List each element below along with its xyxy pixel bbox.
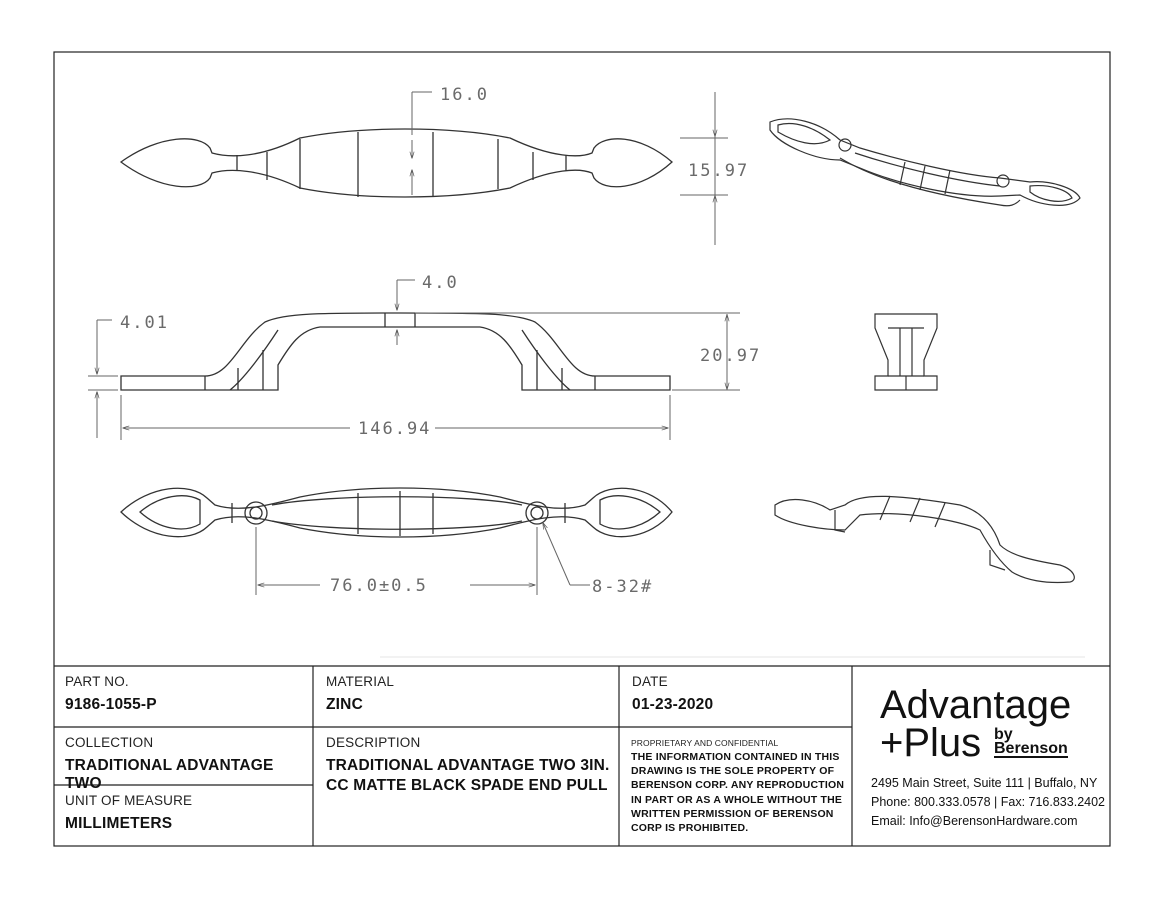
side-view [120, 312, 671, 391]
company-contact: 2495 Main Street, Suite 111 | Buffalo, N… [871, 774, 1107, 831]
sheet-border [53, 51, 1111, 847]
end-view [874, 313, 938, 391]
date-label: DATE [632, 674, 668, 689]
uom-value: MILLIMETERS [65, 815, 173, 832]
notice-line-1: THE INFORMATION CONTAINED IN THIS [631, 751, 840, 763]
material-label: MATERIAL [326, 674, 395, 689]
company-logo: Advantage +Plus by Berenson [880, 683, 1100, 765]
notice-cell: PROPRIETARY AND CONFIDENTIAL THE INFORMA… [631, 738, 849, 835]
iso-view-bottom [774, 495, 1075, 584]
dim-height-top: 15.97 [688, 161, 749, 181]
description-line-2: CC MATTE BLACK SPADE END PULL [326, 777, 608, 794]
dim-base: 4.01 [120, 313, 169, 333]
bottom-view [120, 487, 673, 538]
notice-line-4: IN PART OR AS A WHOLE WITHOUT THE [631, 793, 843, 806]
description-label: DESCRIPTION [326, 735, 421, 750]
uom-label: UNIT OF MEASURE [65, 793, 193, 808]
logo-line-2: +Plus [880, 721, 982, 765]
collection-value: TRADITIONAL ADVANTAGE TWO [65, 757, 274, 792]
company-phone: Phone: 800.333.0578 | Fax: 716.833.2402 [871, 795, 1105, 809]
top-view-dimensions [412, 91, 728, 245]
logo-brand: Berenson [994, 740, 1068, 758]
bottom-view-dimensions [255, 523, 590, 595]
iso-view-top [769, 118, 1081, 207]
collection-label: COLLECTION [65, 735, 154, 750]
dim-length: 146.94 [358, 419, 431, 439]
notice-line-6: CORP IS PROHIBITED. [631, 822, 749, 835]
company-email[interactable]: Email: Info@BerensonHardware.com [871, 814, 1078, 828]
top-view [119, 128, 673, 198]
notice-line-3: BERENSON CORP. ANY REPRODUCTION [631, 779, 845, 792]
side-view-dimensions [88, 279, 740, 440]
proprietary-label: PROPRIETARY AND CONFIDENTIAL [631, 738, 779, 748]
collection-cell: COLLECTION TRADITIONAL ADVANTAGE TWO [65, 735, 310, 793]
dim-center-to-center: 76.0±0.5 [330, 576, 428, 596]
dim-width-top: 16.0 [440, 85, 489, 105]
company-address: 2495 Main Street, Suite 111 | Buffalo, N… [871, 776, 1098, 790]
dim-projection: 20.97 [700, 346, 761, 366]
material-value: ZINC [326, 696, 363, 713]
description-line-1: TRADITIONAL ADVANTAGE TWO 3IN. [326, 757, 610, 774]
notice-line-2: DRAWING IS THE SOLE PROPERTY OF [631, 765, 835, 778]
uom-cell: UNIT OF MEASURE MILLIMETERS [65, 793, 310, 833]
material-cell: MATERIAL ZINC [326, 674, 611, 714]
logo-by: by [994, 726, 1013, 743]
dim-screw: 8-32# [592, 577, 653, 597]
description-cell: DESCRIPTION TRADITIONAL ADVANTAGE TWO 3I… [326, 735, 616, 795]
logo-line-1: Advantage [880, 683, 1072, 727]
dim-thickness: 4.0 [422, 273, 459, 293]
notice-line-5: WRITTEN PERMISSION OF BERENSON [631, 807, 834, 820]
date-value: 01-23-2020 [632, 696, 714, 713]
part-no-cell: PART NO. 9186-1055-P [65, 674, 305, 714]
part-no-label: PART NO. [65, 674, 129, 689]
part-no-value: 9186-1055-P [65, 696, 157, 713]
date-cell: DATE 01-23-2020 [632, 674, 842, 714]
